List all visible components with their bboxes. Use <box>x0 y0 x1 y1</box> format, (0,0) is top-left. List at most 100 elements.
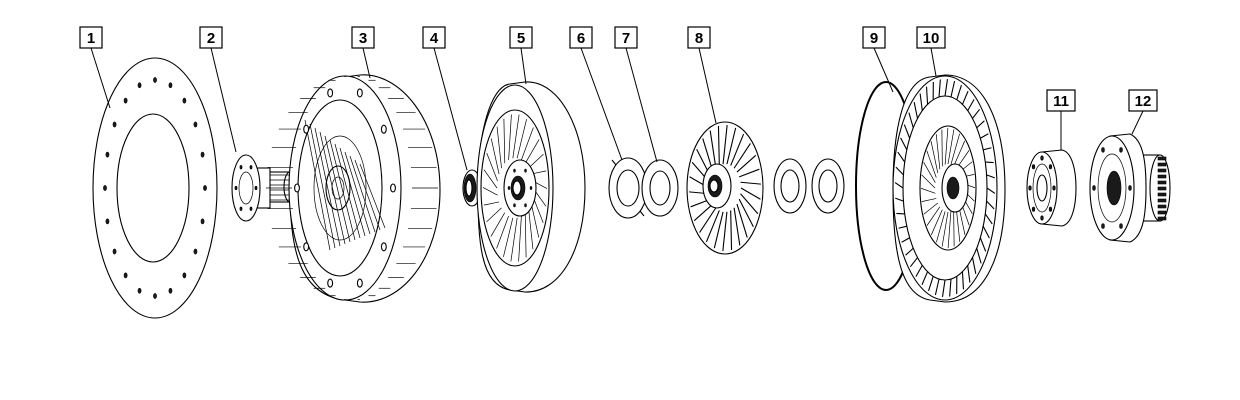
stator-vane <box>738 168 760 178</box>
stator-vane <box>722 211 728 251</box>
turbine-outer-fin <box>894 182 904 189</box>
impeller-vane <box>521 127 534 161</box>
housing-hatching <box>349 155 376 233</box>
hub-bolt-hole <box>249 206 253 211</box>
housing-hatching <box>344 151 371 235</box>
flexplate-bolt-hole <box>112 121 117 128</box>
turbine-outer-fin <box>925 86 929 105</box>
part-4-seal-ring <box>462 169 482 207</box>
turbine-outer-fin <box>972 108 981 119</box>
flexplate-bolt-hole <box>153 77 157 83</box>
turbine-outer-fin <box>976 248 982 264</box>
stator-vane <box>693 203 714 222</box>
housing-lug <box>294 183 300 193</box>
turbine-outer-fin <box>982 225 990 239</box>
impeller-bolt <box>513 168 516 173</box>
gear-tooth <box>1157 174 1167 179</box>
stator-vane <box>733 207 741 246</box>
turbine-outer-fin <box>897 151 906 163</box>
part-5-impeller <box>476 81 586 293</box>
stator-vane <box>709 130 717 169</box>
impeller-vane <box>496 126 502 169</box>
callout-7: 7 <box>614 26 638 49</box>
turbine-outer-fin <box>928 276 934 292</box>
impeller-vane <box>508 114 512 160</box>
turbine-inner-fin <box>923 202 939 215</box>
impeller-vane <box>528 207 534 250</box>
turbine-outer-fin <box>909 257 918 268</box>
impeller-vane <box>490 212 506 237</box>
housing-lug <box>327 88 334 98</box>
housing-lug <box>356 88 363 98</box>
callout-1-label: 1 <box>87 30 95 47</box>
housing-hatching <box>304 119 331 251</box>
bearing-ball <box>1048 164 1053 170</box>
hub-bolt-hole <box>1119 147 1123 153</box>
impeller-vane <box>482 187 498 196</box>
stator-vane <box>730 133 745 166</box>
turbine-outer-fin <box>938 79 941 97</box>
gear-tooth <box>1157 210 1167 215</box>
stator-vane <box>740 193 759 215</box>
turbine-outer-fin <box>921 271 929 285</box>
flexplate-bolt-hole <box>203 185 207 191</box>
turbine-outer-fin <box>900 137 908 151</box>
callout-12-label: 12 <box>1135 93 1152 110</box>
flexplate-bolt-hole <box>137 287 142 294</box>
hub-bolt-hole <box>254 185 258 191</box>
loose-washers <box>773 158 845 214</box>
bearing-ball <box>1048 206 1053 212</box>
turbine-inner-fin <box>921 174 936 189</box>
callout-3-label: 3 <box>359 30 367 47</box>
bearing-ball <box>1031 206 1036 212</box>
turbine-outer-fin <box>956 84 962 100</box>
part-1-flexplate <box>92 57 218 319</box>
callout-3: 3 <box>351 26 375 49</box>
part-12-pump-hub <box>1089 133 1171 243</box>
stator-vane <box>726 127 737 165</box>
impeller-vane <box>486 207 502 223</box>
stator-vane <box>730 210 733 250</box>
turbine-outer-fin <box>915 265 923 277</box>
gear-tooth <box>1157 204 1167 209</box>
housing-lug <box>390 183 396 193</box>
stator-vane <box>740 187 761 200</box>
stator-vane <box>736 203 748 238</box>
housing-lug <box>380 242 387 252</box>
gear-tooth <box>1157 180 1167 185</box>
part-11-bearing <box>1026 149 1077 227</box>
flexplate-bolt-hole <box>168 287 173 294</box>
turbine-outer-fin <box>944 79 949 97</box>
impeller-vane <box>503 118 506 164</box>
impeller-bolt <box>529 186 533 190</box>
turbine-inner-fin <box>930 209 943 236</box>
turbine-outer-fin <box>976 120 985 129</box>
flexplate-bolt-hole <box>200 218 205 225</box>
bearing-ball <box>1028 185 1032 191</box>
part-6-thrust-washer <box>608 157 648 219</box>
callout-4: 4 <box>422 26 446 49</box>
turbine-outer-fin <box>971 257 977 274</box>
callout-1: 1 <box>79 26 103 49</box>
impeller-vane <box>486 152 498 181</box>
turbine-outer-fin <box>905 247 914 256</box>
callout-2-label: 2 <box>207 30 215 47</box>
gear-tooth <box>1157 186 1167 191</box>
hub-bolt-hole <box>1119 223 1123 229</box>
impeller-vane <box>483 169 498 189</box>
flexplate-bolt-hole <box>153 293 157 299</box>
turbine-outer-fin <box>967 99 975 111</box>
impeller-vane <box>510 217 518 262</box>
turbine-outer-fin <box>986 200 995 210</box>
impeller-vane <box>483 201 500 206</box>
gear-tooth <box>1157 168 1167 173</box>
impeller-vane <box>490 138 500 175</box>
impeller-vane <box>518 216 522 262</box>
impeller-vane <box>516 118 527 159</box>
turbine-outer-fin <box>903 124 911 139</box>
flexplate-bolt-hole <box>123 272 128 279</box>
housing-lug <box>380 124 387 134</box>
flexplate-bolt-hole <box>193 121 198 128</box>
bearing-ball <box>1052 185 1056 191</box>
